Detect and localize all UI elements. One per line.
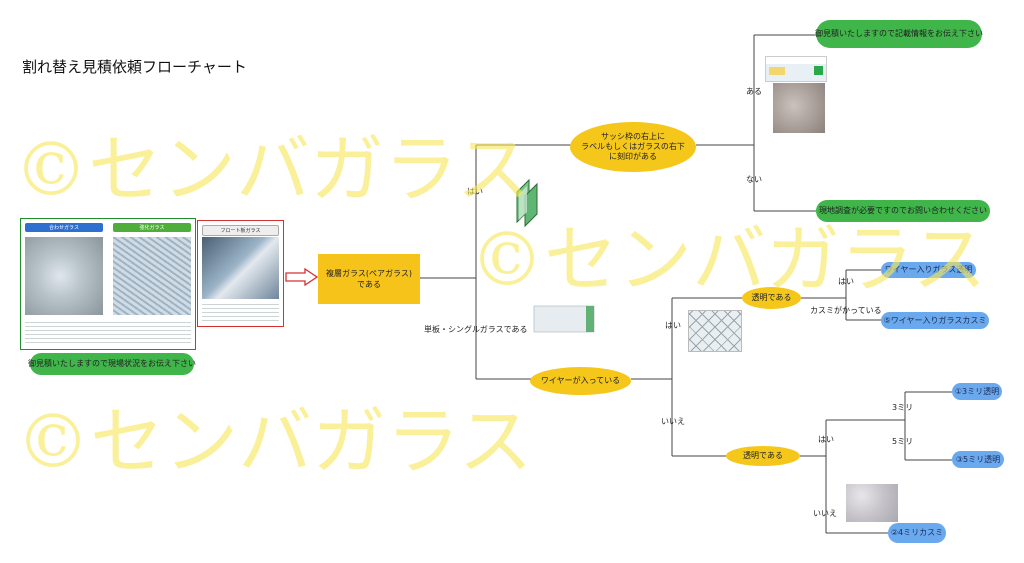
sash-label-node: サッシ枠の右上に ラベルもしくはガラスの右下 に刻印がある [570,122,696,172]
edge-label-no-plain: いいえ [813,509,837,518]
edge-label-aru: ある [746,87,762,96]
wire-clear-node: 透明である [742,287,801,309]
laminated-glass-photo [25,237,103,315]
sash-label-photo [765,56,827,82]
label-sticker-icon [769,67,785,75]
edge-label-5mm: 5ミリ [892,437,914,446]
float-glass-description [202,301,279,321]
page-title: 割れ替え見積依頼フローチャート [22,58,247,76]
wire-included-node: ワイヤーが入っている [530,367,631,395]
label-marker-icon [814,66,823,75]
single-glass-pane [533,305,595,333]
glass-types-description [25,319,191,343]
plain-clear-node: 透明である [726,446,800,466]
wire-transparent-pill: ワイヤー入りガラス透明 [881,262,976,278]
pair-glass-cross-section [516,178,538,228]
edge-label-yes-pair: はい [467,187,483,196]
frosted-4mm-pill: ②4ミリカスミ [888,523,946,543]
single-glass-label: 単板・シングルガラスである [424,325,528,334]
pair-glass-node: 複層ガラス(ペアガラス) である [318,254,420,304]
wire-mesh-glass [688,310,742,352]
edge-label-yes-wire: はい [665,321,681,330]
float-glass-photo [202,237,279,299]
hollow-right-arrow-icon [285,268,319,286]
frosted-glass [846,484,898,522]
glass-types-card: 合わせガラス 強化ガラス [20,218,196,350]
edge-label-yes-plain: はい [818,435,834,444]
tempered-glass-photo [113,237,191,315]
edge-label-no-wire: いいえ [661,417,685,426]
wire-frosted-pill: ⑤ワイヤー入りガラスカスミ [881,312,989,329]
onsite-survey-pill: 現地調査が必要ですのでお問い合わせください [816,200,990,222]
clear-3mm-pill: ①3ミリ透明 [952,383,1002,400]
edge-label-kasumi: カスミがかっている [810,306,882,315]
request-photo-pill: 御見積いたしますので現場状況をお伝え下さい [28,353,196,375]
float-glass-title: フロート板ガラス [202,225,279,236]
laminated-glass-title: 合わせガラス [25,223,103,232]
edge-label-yes-wire-clear: はい [838,277,854,286]
engraving-photo [773,83,825,133]
clear-5mm-pill: ③5ミリ透明 [952,451,1004,468]
edge-label-nai: ない [746,175,762,184]
edge-label-3mm: 3ミリ [892,403,914,412]
float-glass-card: フロート板ガラス [197,220,284,327]
request-label-info-pill: 御見積いたしますので記載情報をお伝え下さい [815,20,983,48]
tempered-glass-title: 強化ガラス [113,223,191,232]
